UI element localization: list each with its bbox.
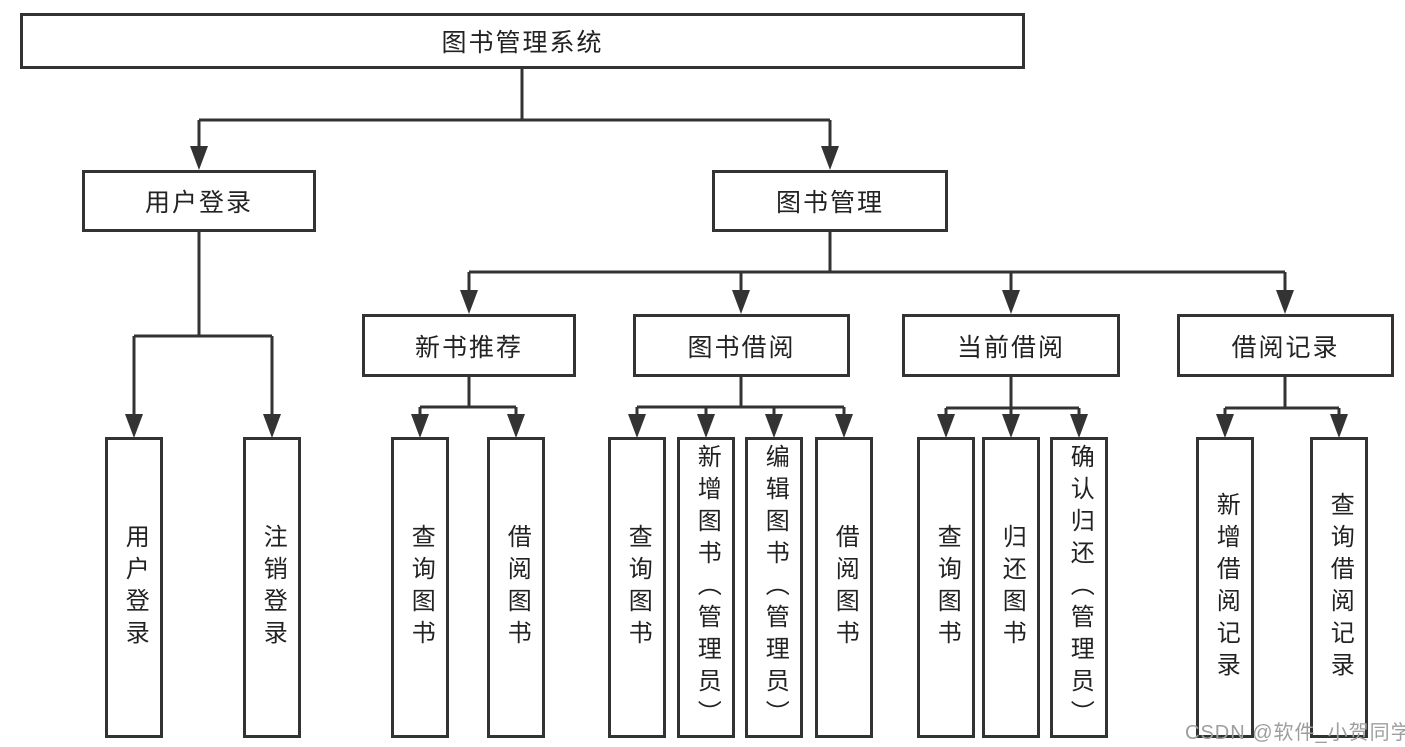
leaf-return-books: 归还图书 (982, 437, 1040, 738)
node-label: 图书管理 (775, 189, 884, 217)
leaf-label: 借阅图书 (503, 523, 531, 652)
leaf-label: 查询图书 (407, 523, 435, 652)
leaf-label: 借阅图书 (831, 523, 859, 652)
node-label: 用户登录 (144, 189, 253, 217)
node-current-borrow: 当前借阅 (902, 314, 1120, 377)
node-label: 当前借阅 (956, 333, 1065, 362)
csdn-watermark: CSDN @软件_小贺同学 (1185, 722, 1405, 744)
node-new-book-recommend: 新书推荐 (362, 314, 576, 377)
leaf-add-borrow-record: 新增借阅记录 (1196, 437, 1254, 738)
leaf-query-books-current: 查询图书 (917, 437, 975, 738)
leaf-label: 查询图书 (624, 523, 652, 652)
node-label: 新书推荐 (414, 333, 523, 362)
node-book-borrow: 图书借阅 (633, 314, 850, 377)
leaf-label: 查询借阅记录 (1326, 491, 1354, 684)
leaf-query-books-borrow: 查询图书 (608, 437, 666, 738)
node-label: 图书借阅 (687, 333, 796, 362)
leaf-label: 新增图书（管理员） (693, 443, 721, 732)
leaf-label: 确认归还（管理员） (1066, 443, 1094, 732)
leaf-label: 编辑图书（管理员） (761, 443, 789, 732)
leaf-query-borrow-record: 查询借阅记录 (1310, 437, 1368, 738)
leaf-label: 新增借阅记录 (1212, 491, 1240, 684)
leaf-query-books-recommend: 查询图书 (391, 437, 449, 738)
node-user-login: 用户登录 (82, 170, 316, 232)
leaf-label: 用户登录 (121, 523, 149, 652)
leaf-logout-login: 注销登录 (243, 437, 301, 738)
node-label: 图书管理系统 (441, 29, 604, 57)
leaf-edit-books-admin: 编辑图书（管理员） (745, 437, 803, 738)
leaf-confirm-return-admin: 确认归还（管理员） (1050, 437, 1108, 738)
leaf-label: 查询图书 (933, 523, 961, 652)
leaf-label: 归还图书 (998, 523, 1026, 652)
node-borrow-records: 借阅记录 (1177, 314, 1394, 377)
leaf-borrow-books: 借阅图书 (815, 437, 873, 738)
node-book-management: 图书管理 (712, 170, 948, 232)
leaf-add-books-admin: 新增图书（管理员） (677, 437, 735, 738)
leaf-user-login: 用户登录 (105, 437, 163, 738)
node-label: 借阅记录 (1231, 333, 1340, 362)
leaf-borrow-books-recommend: 借阅图书 (487, 437, 545, 738)
node-library-system: 图书管理系统 (20, 13, 1025, 69)
leaf-label: 注销登录 (259, 523, 287, 652)
